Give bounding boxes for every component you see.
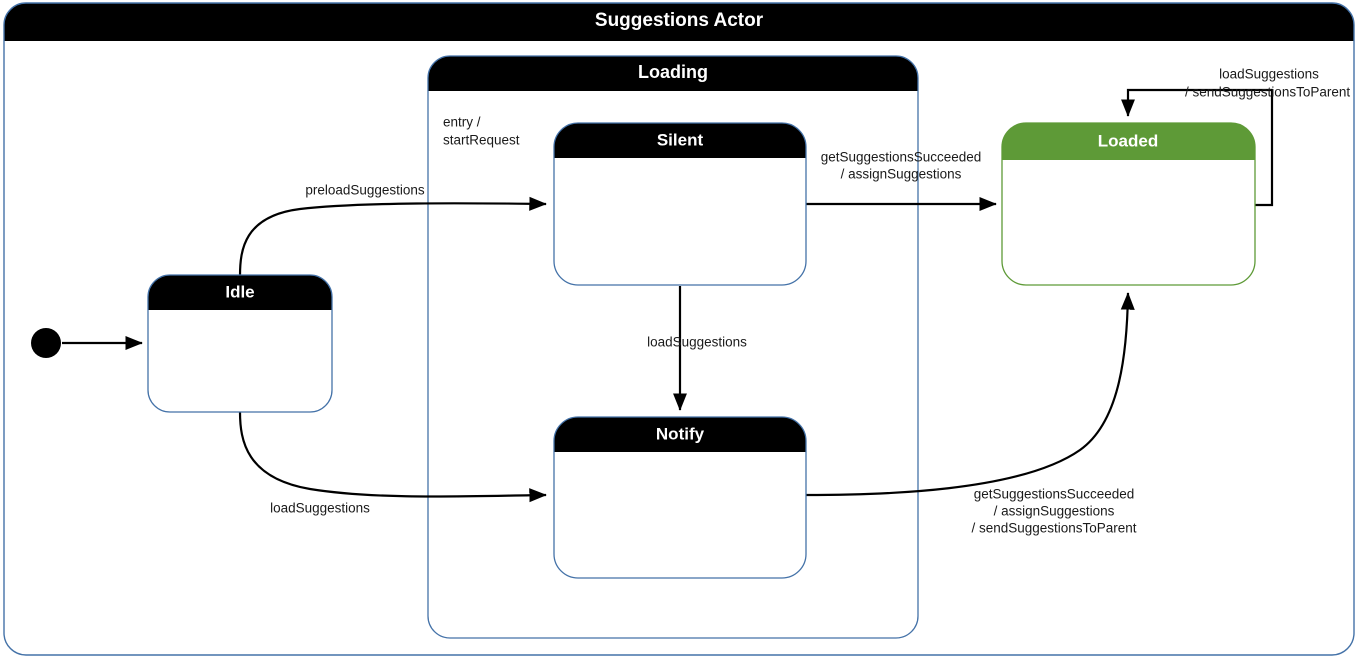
transition-silent-to-notify-label: loadSuggestions — [647, 335, 747, 350]
silent-state-border — [553, 122, 807, 286]
transition-loaded-self-loop-line — [1120, 88, 1274, 207]
transition-notify-to-loaded-label-line2: / assignSuggestions — [994, 504, 1115, 519]
notify-state-header — [554, 417, 806, 452]
root-state-title: Suggestions Actor — [595, 10, 764, 31]
loaded-state-header — [1002, 123, 1255, 160]
loaded-state-border — [1001, 122, 1256, 286]
loaded-state[interactable]: Loaded — [1001, 122, 1256, 286]
transition-loaded-self-loop[interactable]: loadSuggestions / sendSuggestionsToParen… — [1120, 67, 1350, 207]
notify-state[interactable]: Notify — [553, 416, 807, 579]
loading-entry-action-line1: entry / — [443, 115, 481, 130]
initial-pseudostate[interactable] — [31, 328, 61, 358]
transition-silent-to-loaded[interactable]: getSuggestionsSucceeded / assignSuggesti… — [806, 150, 997, 212]
root-state-border — [3, 2, 1355, 656]
loading-state-title: Loading — [638, 62, 708, 82]
idle-state-title: Idle — [225, 282, 254, 301]
silent-state-header — [554, 123, 806, 158]
transition-loaded-self-loop-label-line1: loadSuggestions — [1219, 67, 1319, 82]
loading-state-border — [427, 55, 919, 639]
idle-state-header — [148, 275, 332, 310]
transition-loaded-self-loop-label-line2: / sendSuggestionsToParent — [1185, 85, 1350, 100]
transition-idle-to-silent[interactable]: preloadSuggestions — [238, 183, 547, 277]
loading-entry-action-line2: startRequest — [443, 133, 520, 148]
transition-idle-to-silent-line — [238, 196, 547, 277]
idle-state[interactable]: Idle — [147, 274, 333, 413]
transition-notify-to-loaded-label-line1: getSuggestionsSucceeded — [974, 487, 1135, 502]
notify-state-title: Notify — [656, 424, 705, 443]
transition-idle-to-notify-line — [238, 411, 547, 503]
transition-notify-to-loaded[interactable]: getSuggestionsSucceeded / assignSuggesti… — [805, 292, 1137, 536]
transition-notify-to-loaded-line — [805, 292, 1135, 497]
idle-state-border — [147, 274, 333, 413]
transition-silent-to-loaded-label-line2: / assignSuggestions — [841, 167, 962, 182]
transition-silent-to-notify[interactable]: loadSuggestions — [647, 286, 747, 411]
transition-idle-to-notify-label: loadSuggestions — [270, 501, 370, 516]
root-state-header — [4, 3, 1354, 41]
loaded-state-title: Loaded — [1098, 131, 1158, 150]
silent-state-title: Silent — [657, 130, 704, 149]
silent-state[interactable]: Silent — [553, 122, 807, 286]
notify-state-border — [553, 416, 807, 579]
transition-notify-to-loaded-label-line3: / sendSuggestionsToParent — [971, 521, 1136, 536]
transition-idle-to-notify[interactable]: loadSuggestions — [238, 411, 547, 516]
loading-state-header — [428, 56, 918, 91]
transition-idle-to-silent-label: preloadSuggestions — [305, 183, 425, 198]
transition-silent-to-loaded-label-line1: getSuggestionsSucceeded — [821, 150, 982, 165]
